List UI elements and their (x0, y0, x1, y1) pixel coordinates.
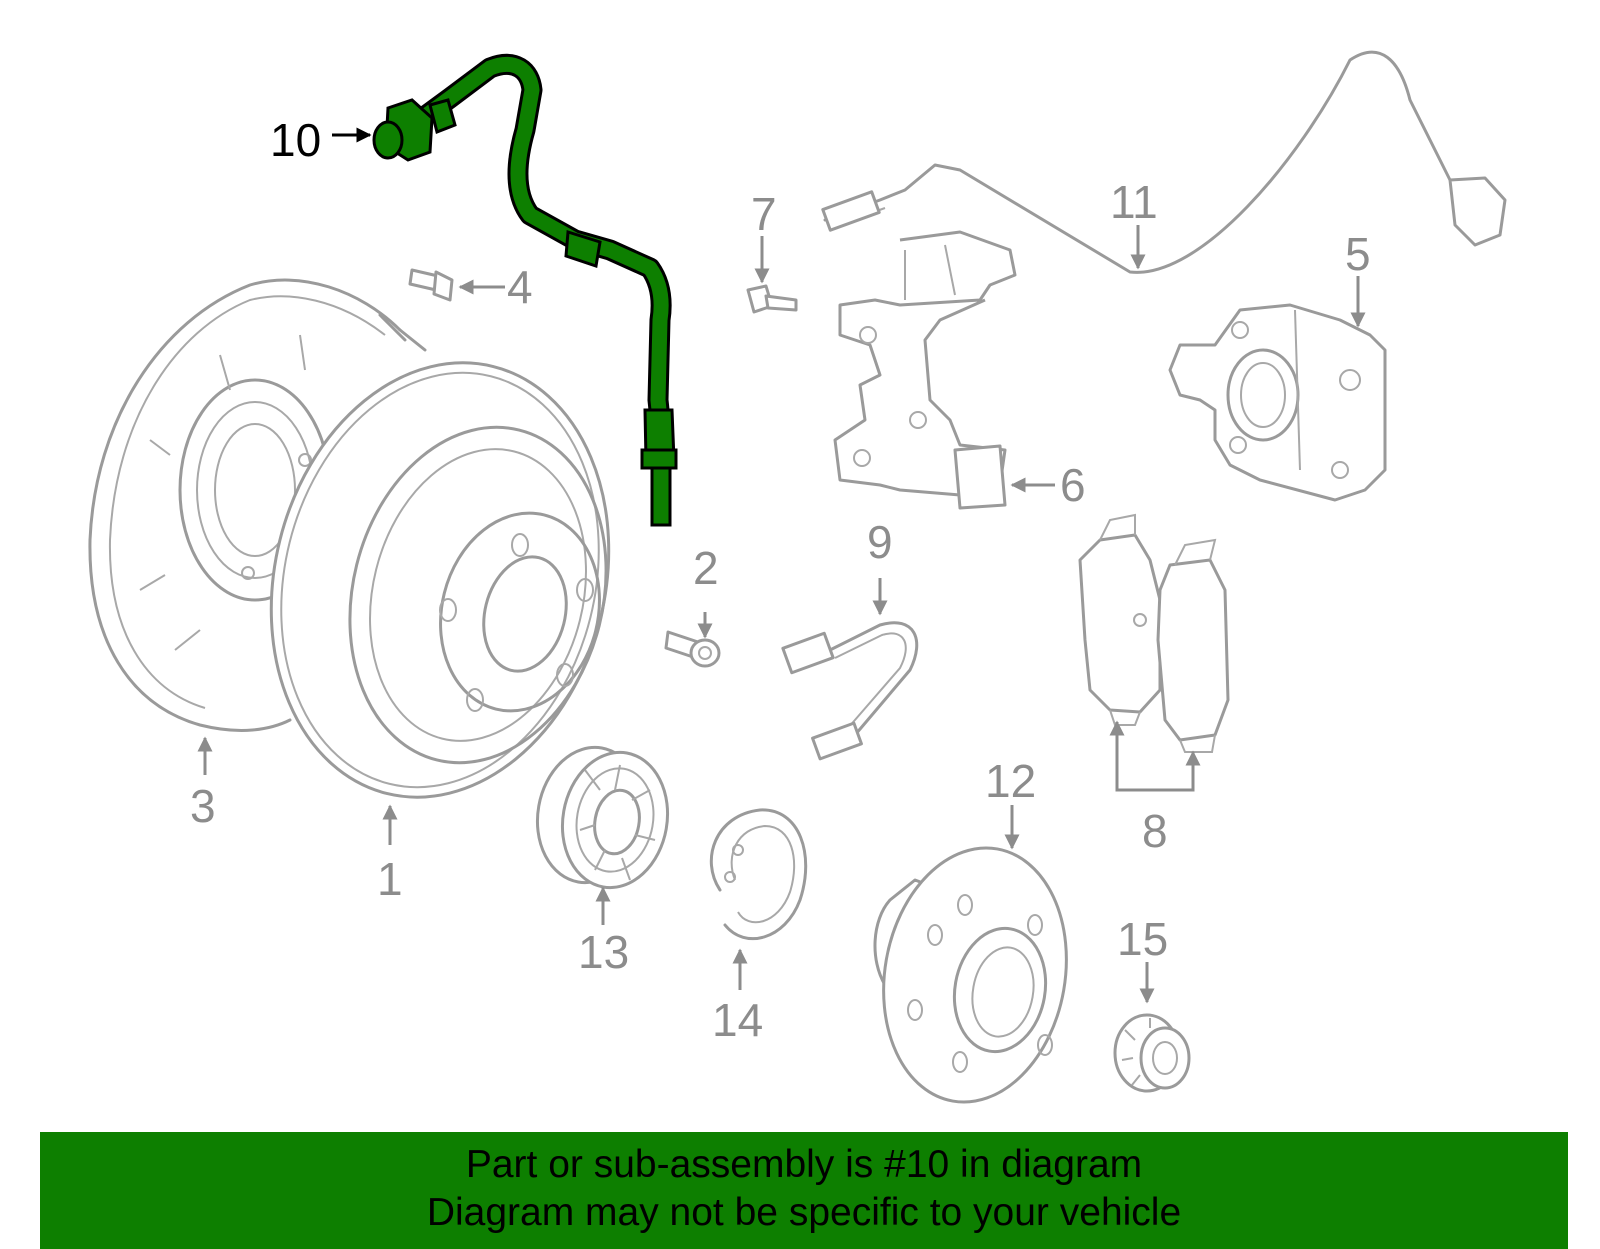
snap-ring (709, 808, 808, 941)
brake-pads (1078, 513, 1230, 753)
callout-11: 11 (1110, 176, 1158, 228)
callout-15: 15 (1117, 913, 1168, 965)
hub-nut (1113, 1013, 1191, 1093)
brake-hose-highlighted (372, 53, 678, 527)
wear-sensor-11 (821, 50, 1507, 274)
info-banner: Part or sub-assembly is #10 in diagram D… (40, 1132, 1568, 1249)
callout-2: 2 (693, 542, 719, 594)
caliper-carrier (833, 230, 1017, 510)
leader-lines (197, 127, 1366, 1004)
pad-wear-sensor-9 (781, 621, 919, 761)
callout-10: 10 (270, 114, 321, 166)
caliper-bolt-2 (664, 630, 721, 668)
callout-12: 12 (985, 755, 1036, 807)
callout-13: 13 (578, 926, 629, 978)
callout-1: 1 (377, 853, 403, 905)
callout-4: 4 (507, 261, 533, 313)
wheel-hub (873, 846, 1068, 1104)
brake-caliper (1168, 303, 1387, 502)
wheel-bearing (535, 745, 670, 890)
guide-bolt-7 (746, 284, 798, 314)
callout-8: 8 (1142, 805, 1168, 857)
banner-line-disclaimer: Diagram may not be specific to your vehi… (426, 1191, 1182, 1234)
callout-7: 7 (751, 188, 777, 240)
callout-6: 6 (1060, 459, 1086, 511)
banner-line-part: Part or sub-assembly is #10 in diagram (465, 1143, 1143, 1186)
brake-rotor (269, 361, 611, 799)
callout-9: 9 (867, 516, 893, 568)
callout-3: 3 (190, 780, 216, 832)
callout-14: 14 (712, 994, 763, 1046)
callout-5: 5 (1345, 228, 1371, 280)
bolt-4 (408, 268, 454, 302)
